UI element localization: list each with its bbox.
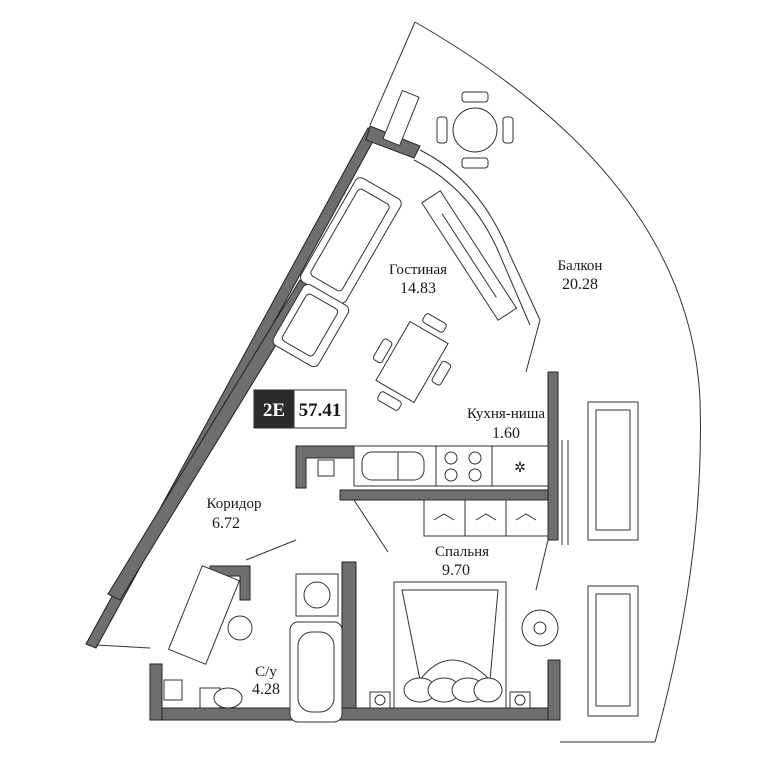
wall-bath-left bbox=[149, 663, 163, 721]
plant bbox=[521, 609, 559, 647]
bed bbox=[393, 581, 507, 709]
balcony-top-edge bbox=[369, 21, 416, 126]
door-corridor bbox=[245, 539, 297, 561]
svg-text:✲: ✲ bbox=[514, 461, 526, 476]
nightstand-right bbox=[509, 691, 531, 709]
corridor-area: 6.72 bbox=[212, 515, 240, 532]
wall-stub-left bbox=[95, 644, 151, 649]
window-living bbox=[419, 149, 541, 321]
bedroom-area: 9.70 bbox=[442, 562, 470, 579]
door-balcony bbox=[535, 539, 549, 591]
balcony-name: Балкон bbox=[558, 258, 603, 274]
wall-bath-right bbox=[341, 561, 357, 721]
balcony-table-set bbox=[436, 91, 514, 169]
living-room-area: 14.83 bbox=[400, 280, 436, 297]
dining-table bbox=[372, 313, 452, 411]
bedroom-name: Спальня bbox=[435, 544, 489, 560]
armchair bbox=[272, 283, 350, 368]
tv-unit bbox=[421, 190, 518, 321]
toilet bbox=[199, 687, 243, 709]
sun-lounger-top bbox=[587, 401, 639, 541]
window-living-inner bbox=[413, 159, 531, 326]
living-room-name: Гостиная bbox=[389, 262, 447, 278]
sofa bbox=[300, 177, 402, 304]
wall-right-kitchen bbox=[547, 371, 559, 541]
wall-kitchen-bottom bbox=[339, 489, 549, 501]
wall-bottom bbox=[149, 707, 561, 721]
bathroom-name: С/у bbox=[255, 664, 277, 680]
balcony-area: 20.28 bbox=[562, 276, 598, 293]
door-bedroom bbox=[353, 499, 389, 553]
balcony-outline bbox=[414, 21, 701, 743]
kitchen-counter: ✲ bbox=[353, 445, 549, 487]
bathtub bbox=[289, 621, 343, 723]
bathroom-area: 4.28 bbox=[252, 681, 280, 698]
door-living-balcony bbox=[525, 319, 541, 373]
wall-bedroom-right bbox=[547, 659, 561, 721]
balcony-bench bbox=[382, 89, 420, 147]
corridor-name: Коридор bbox=[207, 496, 262, 512]
nightstand-left bbox=[369, 691, 391, 709]
unit-code: 2E bbox=[263, 400, 285, 421]
unit-total-area: 57.41 bbox=[299, 400, 342, 421]
kitchen-name: Кухня-ниша bbox=[467, 406, 545, 422]
sink-small bbox=[163, 679, 183, 701]
kitchen-sink-left bbox=[317, 459, 335, 477]
kitchen-area: 1.60 bbox=[492, 425, 520, 442]
wardrobe bbox=[423, 499, 549, 537]
unit-badge: 2E 57.41 bbox=[253, 389, 347, 429]
washing-machine bbox=[295, 573, 339, 617]
sun-lounger-bottom bbox=[587, 585, 639, 717]
vanity bbox=[167, 565, 253, 665]
